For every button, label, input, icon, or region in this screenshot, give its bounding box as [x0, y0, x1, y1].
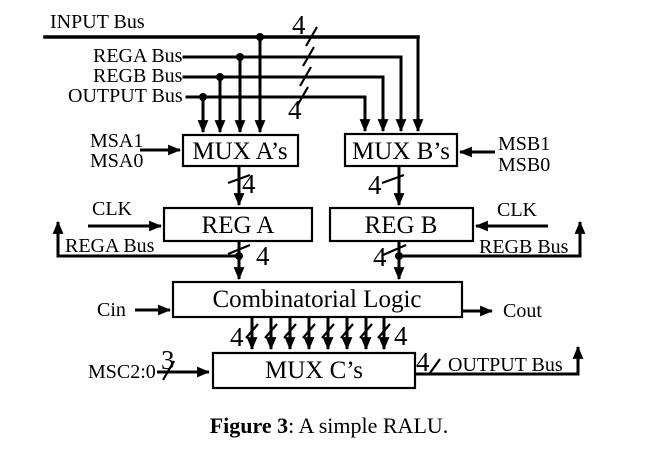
bus-width-4: 4 — [394, 321, 408, 351]
reg-a-label: REG A — [202, 212, 275, 239]
bus-width-slash — [299, 66, 312, 87]
rega-bus-label: REGA Bus — [93, 45, 183, 67]
junction-dot — [199, 93, 207, 101]
reg-b-box — [328, 206, 475, 243]
bus-width-4: 4 — [368, 170, 382, 200]
junction-dot — [395, 252, 403, 260]
msb0-label: MSB0 — [498, 154, 550, 176]
bus-width-slash — [321, 323, 335, 339]
bus-width-4: 4 — [373, 242, 387, 272]
bus-width-4: 4 — [288, 95, 302, 125]
bus-width-slash — [302, 323, 316, 339]
figure-caption-text: : A simple RALU. — [288, 413, 449, 438]
bus-width-slash — [162, 360, 175, 381]
bus-width-slash — [302, 46, 315, 67]
bus-width-4: 4 — [292, 10, 306, 40]
junction-dot — [235, 252, 243, 260]
mux-c-label: MUX C’s — [265, 357, 363, 384]
rega-bus-out-label: REGA Bus — [65, 235, 155, 257]
bus-width-slash — [227, 243, 251, 256]
mux-a-box — [181, 133, 300, 168]
cout-label: Cout — [503, 300, 542, 322]
clk-left-label: CLK — [92, 198, 133, 220]
comb-logic-box — [171, 280, 464, 319]
bus-width-slash — [429, 358, 441, 374]
figure-caption: Figure 3: A simple RALU. — [0, 413, 646, 439]
figure-caption-number: Figure 3 — [209, 413, 289, 438]
bus-width-slash — [245, 323, 259, 339]
msc-select-label: MSC2:0 — [88, 361, 156, 383]
reg-a-box — [162, 206, 314, 243]
bus-width-slash — [283, 323, 297, 339]
mux-b-box — [343, 132, 459, 168]
input-bus-label: INPUT Bus — [50, 11, 145, 33]
junction-dot — [216, 73, 224, 81]
bus-width-slash — [264, 323, 278, 339]
reg-b-label: REG B — [365, 212, 438, 239]
bus-width-4: 4 — [242, 169, 256, 199]
bus-width-slash — [305, 26, 318, 47]
bus-width-slashes — [162, 26, 441, 381]
junction-dot — [236, 53, 244, 61]
bus-width-4: 4 — [256, 241, 270, 271]
bus-width-4: 4 — [230, 322, 244, 352]
bus-width-slash — [382, 243, 407, 257]
junction-dots — [199, 33, 403, 260]
bus-width-slash — [296, 86, 309, 107]
blocks — [162, 132, 475, 390]
bus-width-slash — [227, 173, 251, 185]
comb-logic-label: Combinatorial Logic — [213, 286, 422, 313]
bus-width-slash — [377, 323, 391, 339]
clk-right-label: CLK — [497, 199, 538, 221]
bus-width-slash — [381, 173, 405, 185]
bus-width-slash — [340, 323, 354, 339]
msb1-label: MSB1 — [498, 133, 550, 155]
output-bus-out-label: OUTPUT Bus — [448, 354, 563, 376]
bus-width-slash — [359, 323, 373, 339]
bus-width-3: 3 — [161, 345, 175, 375]
mux-a-label: MUX A’s — [192, 138, 287, 165]
mux-b-label: MUX B’s — [352, 138, 450, 165]
bus-width-4: 4 — [416, 347, 430, 377]
output-bus-label: OUTPUT Bus — [68, 85, 183, 107]
msa0-label: MSA0 — [90, 150, 143, 172]
regb-bus-label: REGB Bus — [93, 65, 183, 87]
junction-dot — [256, 33, 264, 41]
cin-label: Cin — [97, 299, 126, 321]
mux-c-box — [211, 351, 417, 390]
regb-bus-out-label: REGB Bus — [479, 236, 569, 258]
msa1-label: MSA1 — [90, 130, 143, 152]
